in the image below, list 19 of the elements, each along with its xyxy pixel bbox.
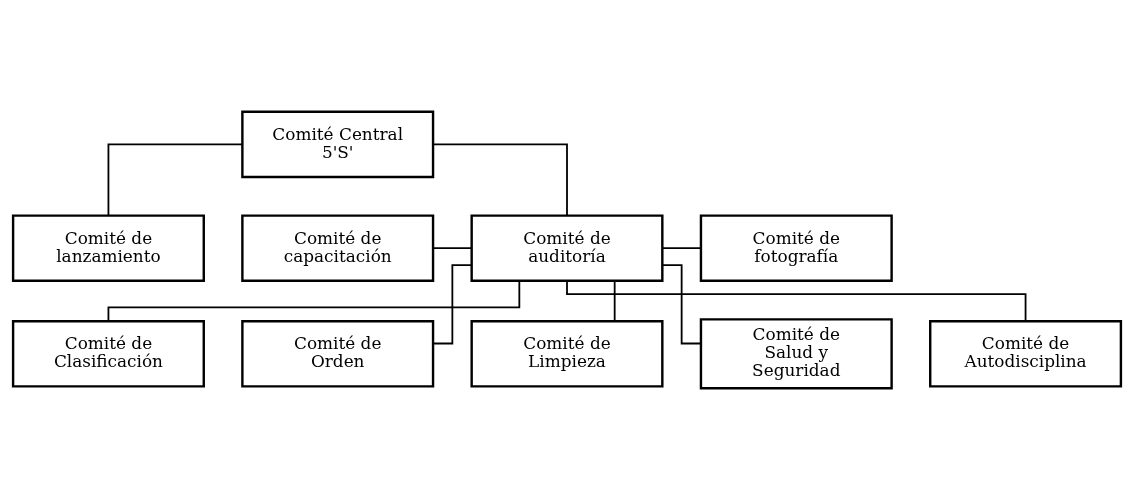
node-box: Comité Central 5'S' [241, 110, 435, 178]
connector [432, 246, 473, 249]
node-box: Comité de Clasificación [11, 319, 205, 388]
node-box: Comité de Autodisciplina [929, 319, 1123, 388]
node-box: Comité de Limpieza [470, 319, 664, 388]
connector [432, 143, 568, 216]
connector [107, 279, 521, 322]
connector [107, 143, 244, 216]
connector [432, 263, 473, 344]
node-box: Comité de fotografía [699, 213, 893, 282]
connector [613, 279, 616, 322]
node-box: Comité de auditoría [470, 213, 664, 282]
node-box: Comité de capacitación [241, 213, 435, 282]
node-box: Comité de Orden [241, 319, 435, 388]
connector [661, 246, 702, 249]
node-box: Comité de Salud y Seguridad [699, 317, 893, 389]
node-box: Comité de lanzamiento [11, 213, 205, 282]
connector [661, 263, 702, 344]
connector [566, 279, 1027, 322]
